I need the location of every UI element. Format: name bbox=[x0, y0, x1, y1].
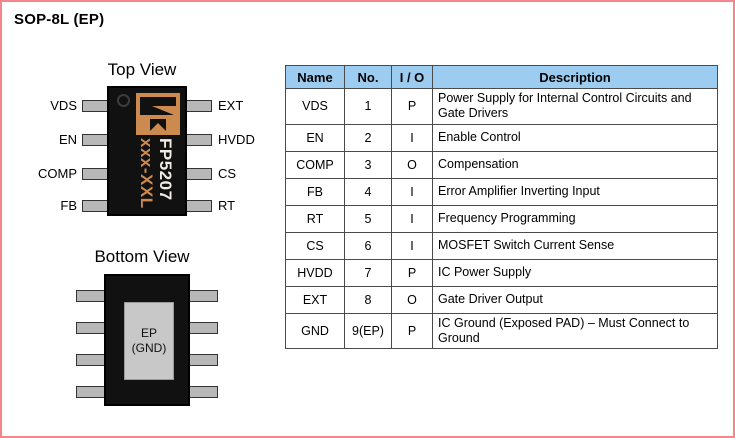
table-row: COMP 3 O Compensation bbox=[285, 150, 718, 179]
exposed-pad-label-ep: EP bbox=[140, 326, 157, 340]
feeling-tech-logo-icon bbox=[136, 93, 180, 135]
cell-description: MOSFET Switch Current Sense bbox=[432, 231, 718, 260]
pin-label-rt: RT bbox=[218, 198, 236, 213]
table-row: FB 4 I Error Amplifier Inverting Input bbox=[285, 177, 718, 206]
cell-description: Compensation bbox=[432, 150, 718, 179]
pin-label-ext: EXT bbox=[218, 98, 244, 113]
pin-label-hvdd: HVDD bbox=[218, 132, 255, 147]
cell-description: Gate Driver Output bbox=[432, 285, 718, 314]
cell-name: RT bbox=[285, 204, 345, 233]
chip-marking-lot-code: xxx-XXL bbox=[137, 138, 156, 209]
cell-name: CS bbox=[285, 231, 345, 260]
table-row: EN 2 I Enable Control bbox=[285, 123, 718, 152]
column-header-no: No. bbox=[344, 65, 392, 89]
cell-no: 1 bbox=[344, 88, 392, 125]
top-view-diagram: 1 VDS 2 EN 3 COMP 4 FB 8 EXT 7 HVDD 6 CS… bbox=[22, 86, 272, 221]
bottom-view-diagram: EP (GND) bbox=[22, 274, 272, 409]
column-header-description: Description bbox=[432, 65, 718, 89]
cell-name: EXT bbox=[285, 285, 345, 314]
pin-label-vds: VDS bbox=[50, 98, 77, 113]
cell-no: 8 bbox=[344, 285, 392, 314]
pin-label-fb: FB bbox=[60, 198, 77, 213]
cell-no: 2 bbox=[344, 123, 392, 152]
pin-description-table: Name No. I / O Description VDS 1 P Power… bbox=[285, 65, 718, 349]
cell-io: P bbox=[391, 88, 433, 125]
cell-description: IC Ground (Exposed PAD) – Must Connect t… bbox=[432, 312, 718, 349]
cell-io: P bbox=[391, 258, 433, 287]
pin-label-cs: CS bbox=[218, 166, 237, 181]
cell-name: COMP bbox=[285, 150, 345, 179]
table-header-row: Name No. I / O Description bbox=[285, 65, 718, 89]
cell-io: P bbox=[391, 312, 433, 349]
table-row: EXT 8 O Gate Driver Output bbox=[285, 285, 718, 314]
cell-io: I bbox=[391, 123, 433, 152]
cell-description: Enable Control bbox=[432, 123, 718, 152]
cell-no: 5 bbox=[344, 204, 392, 233]
cell-no: 7 bbox=[344, 258, 392, 287]
cell-io: I bbox=[391, 177, 433, 206]
cell-no: 3 bbox=[344, 150, 392, 179]
page-title: SOP-8L (EP) bbox=[14, 11, 105, 28]
cell-io: O bbox=[391, 285, 433, 314]
exposed-pad: EP (GND) bbox=[124, 302, 174, 380]
cell-name: EN bbox=[285, 123, 345, 152]
table-row: HVDD 7 P IC Power Supply bbox=[285, 258, 718, 287]
top-view-caption: Top View bbox=[107, 60, 177, 79]
bottom-view-caption: Bottom View bbox=[94, 247, 190, 266]
column-header-io: I / O bbox=[391, 65, 433, 89]
cell-name: GND bbox=[285, 312, 345, 349]
chip-marking-part-number: FP5207 bbox=[156, 138, 175, 201]
table-row: CS 6 I MOSFET Switch Current Sense bbox=[285, 231, 718, 260]
package-body-top: FP5207 xxx-XXL bbox=[107, 86, 187, 216]
package-body-bottom: EP (GND) bbox=[104, 274, 190, 406]
cell-name: HVDD bbox=[285, 258, 345, 287]
cell-name: FB bbox=[285, 177, 345, 206]
pin1-orientation-dot-icon bbox=[117, 94, 130, 107]
cell-description: Frequency Programming bbox=[432, 204, 718, 233]
cell-io: I bbox=[391, 204, 433, 233]
column-header-name: Name bbox=[285, 65, 345, 89]
cell-no: 6 bbox=[344, 231, 392, 260]
pin-label-en: EN bbox=[58, 132, 77, 147]
cell-description: Error Amplifier Inverting Input bbox=[432, 177, 718, 206]
pin-label-comp: COMP bbox=[38, 166, 77, 181]
exposed-pad-label-gnd: (GND) bbox=[131, 341, 167, 355]
cell-no: 4 bbox=[344, 177, 392, 206]
cell-io: O bbox=[391, 150, 433, 179]
cell-description: IC Power Supply bbox=[432, 258, 718, 287]
table-row: VDS 1 P Power Supply for Internal Contro… bbox=[285, 88, 718, 125]
cell-io: I bbox=[391, 231, 433, 260]
table-row: GND 9(EP) P IC Ground (Exposed PAD) – Mu… bbox=[285, 312, 718, 349]
table-row: RT 5 I Frequency Programming bbox=[285, 204, 718, 233]
cell-name: VDS bbox=[285, 88, 345, 125]
cell-description: Power Supply for Internal Control Circui… bbox=[432, 88, 718, 125]
cell-no: 9(EP) bbox=[344, 312, 392, 349]
